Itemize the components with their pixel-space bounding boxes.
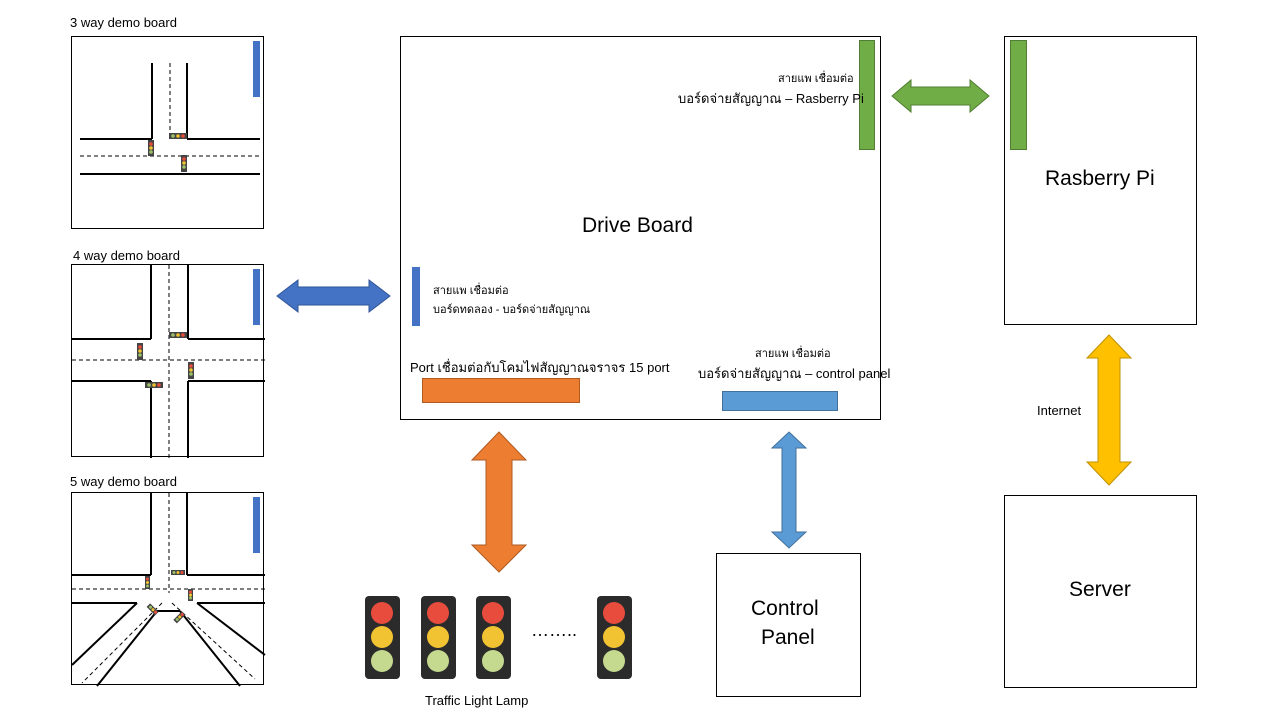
traffic-light-lamp xyxy=(476,596,511,679)
mini-traffic-signal xyxy=(171,570,185,575)
red-lamp-icon xyxy=(371,602,393,624)
raspberry-pi-box xyxy=(1004,36,1197,325)
demo-board-connector xyxy=(412,267,420,326)
4way-intersection-diagram xyxy=(72,265,265,458)
mini-traffic-signal xyxy=(188,362,194,379)
yellow-lamp-icon xyxy=(427,626,449,648)
red-lamp-icon xyxy=(482,602,504,624)
green-lamp-icon xyxy=(603,650,625,672)
raspberry-pi-connector xyxy=(1010,40,1027,150)
rpi-cable-label-line1: สายแพ เชื่อมต่อ xyxy=(778,73,854,85)
drive-control-panel-double-arrow xyxy=(770,431,808,549)
server-box xyxy=(1004,495,1197,688)
mini-traffic-signal xyxy=(148,140,154,156)
yellow-lamp-icon xyxy=(482,626,504,648)
3way-intersection-diagram xyxy=(80,41,260,175)
internet-label: Internet xyxy=(1037,403,1082,418)
lamps-ellipsis: …….. xyxy=(531,620,578,640)
rpi-cable-label-line2: บอร์ดจ่ายสัญญาณ – Rasberry Pi xyxy=(678,91,864,106)
rpi-server-double-arrow xyxy=(1085,334,1133,486)
mini-traffic-signal xyxy=(169,332,187,338)
drive-board-title: Drive Board xyxy=(582,214,693,237)
yellow-lamp-icon xyxy=(371,626,393,648)
green-lamp-icon xyxy=(482,650,504,672)
server-label: Server xyxy=(1069,578,1131,601)
drive-lamps-double-arrow xyxy=(470,431,528,573)
traffic-light-lamp xyxy=(597,596,632,679)
cp-cable-label-line2: บอร์ดจ่ายสัญญาณ – control panel xyxy=(698,366,891,381)
control-panel-label-line1: Control xyxy=(751,597,819,620)
drive-rpi-double-arrow xyxy=(891,78,990,114)
green-lamp-icon xyxy=(371,650,393,672)
control-panel-label-line2: Panel xyxy=(761,626,815,649)
mini-traffic-signal xyxy=(173,611,186,624)
demo-cable-label-line2: บอร์ดทดลอง - บอร์ดจ่ายสัญญาณ xyxy=(433,304,591,316)
mini-traffic-signal xyxy=(145,576,150,589)
traffic-light-lamp xyxy=(365,596,400,679)
demo-board-4way xyxy=(71,264,265,458)
demo-board-4way-label: 4 way demo board xyxy=(73,248,180,263)
mini-traffic-signal xyxy=(188,589,193,601)
demo-board-3way-label: 3 way demo board xyxy=(70,15,177,30)
rpi-connector xyxy=(859,40,875,150)
demo-cable-label-line1: สายแพ เชื่อมต่อ xyxy=(433,285,509,297)
green-lamp-icon xyxy=(427,650,449,672)
drive-board xyxy=(400,36,881,420)
mini-traffic-signal xyxy=(137,343,143,360)
raspberry-pi-label: Rasberry Pi xyxy=(1045,167,1155,190)
red-lamp-icon xyxy=(603,602,625,624)
mini-traffic-signal xyxy=(146,603,159,616)
mini-traffic-signal xyxy=(145,382,163,388)
cp-cable-label-line1: สายแพ เชื่อมต่อ xyxy=(755,348,831,360)
demo-drive-double-arrow xyxy=(276,278,391,314)
demo-board-5way-label: 5 way demo board xyxy=(70,474,177,489)
traffic-light-lamp xyxy=(421,596,456,679)
demo-board-5way xyxy=(71,492,266,687)
5way-intersection-diagram xyxy=(71,493,266,687)
control-panel-connector xyxy=(722,391,838,411)
lamp-port-connector xyxy=(422,378,580,403)
red-lamp-icon xyxy=(427,602,449,624)
yellow-lamp-icon xyxy=(603,626,625,648)
port-label: Port เชื่อมต่อกับโคมไฟสัญญาณจราจร 15 por… xyxy=(410,360,670,375)
mini-traffic-signal xyxy=(181,155,187,172)
demo-board-3way xyxy=(71,36,264,229)
traffic-light-lamp-label: Traffic Light Lamp xyxy=(425,693,529,708)
control-panel-box xyxy=(716,553,861,697)
mini-traffic-signal xyxy=(169,133,187,139)
